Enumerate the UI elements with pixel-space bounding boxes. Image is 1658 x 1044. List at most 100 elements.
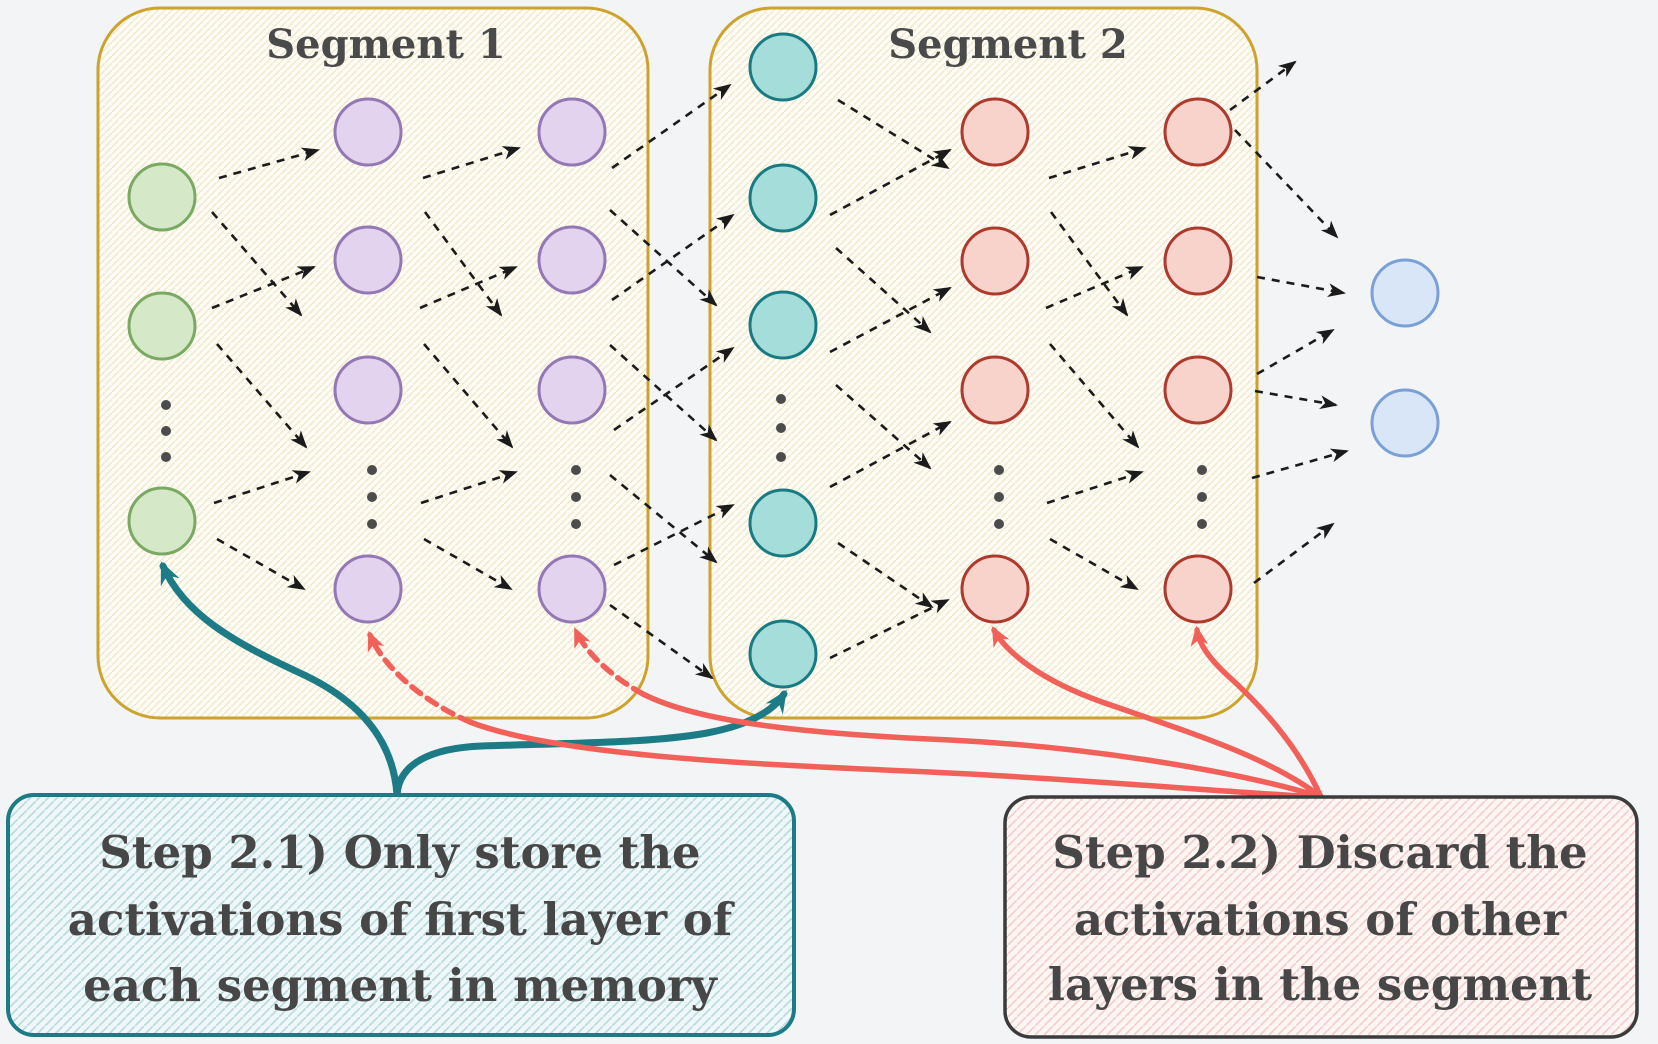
seg2-layer-1-ellipsis-dot [776,423,786,433]
connection-arrow [423,211,503,317]
store-note-box [6,793,796,1037]
store-note-line1: Step 2.1) Only store the [99,826,700,879]
seg2-layer-3-node [1163,97,1233,167]
callout-arrows [159,561,1324,800]
seg1-layer-3-node [537,97,607,167]
input-layer-ellipsis-dot [161,426,171,436]
segment2-title: Segment 2 [888,21,1127,68]
discard-activation-arrow [991,626,1324,800]
connection-arrow [216,343,308,449]
seg1-layer-2-node [333,225,403,295]
discard-activation-arrow [1190,625,1324,800]
discard-activation-arrow [367,630,473,725]
connection-arrow [213,470,311,505]
seg1-layer-2-ellipsis-dot [367,519,377,529]
discard-activation-arrow [573,626,646,697]
segment1-title: Segment 1 [266,21,505,68]
input-layer-node [127,162,197,232]
connection-arrow [423,343,514,449]
output-layer-node [1370,388,1440,458]
seg2-layer-3-ellipsis-dot [1197,465,1207,475]
connection-arrow [611,213,735,302]
connection-arrow [1229,60,1297,112]
connection-arrow [613,503,735,567]
seg2-layer-3-node [1163,554,1233,624]
seg2-layer-3-ellipsis-dot [1197,492,1207,502]
connection-arrow [422,146,521,180]
connection-arrow [1049,211,1129,317]
connection-arrow [609,603,714,680]
seg2-layer-1-node [748,32,818,102]
discard-note-line3: layers in the segment [1048,958,1592,1011]
seg2-layer-1-node [748,163,818,233]
connection-arrow [1046,470,1144,505]
connection-arrow [835,247,932,334]
seg1-layer-3-node [537,355,607,425]
connection-arrow [218,147,320,180]
seg2-layer-1-ellipsis-dot [776,452,786,462]
connection-arrow [419,265,518,310]
seg1-layer-3-ellipsis-dot [571,465,581,475]
input-layer-node [127,486,197,556]
seg2-layer-1-node [748,619,818,689]
seg1-layer-3-node [537,225,607,295]
connection-arrow [835,384,932,470]
connection-arrow [1254,389,1338,410]
seg2-layer-2-node [960,355,1030,425]
discard-note-box [1003,795,1639,1039]
seg2-layer-1-node [748,290,818,360]
connection-arrow [837,541,934,609]
seg1-layer-2-ellipsis-dot [367,465,377,475]
connection-arrow [611,83,732,170]
seg1-layer-2-node [333,97,403,167]
connection-arrow [613,346,735,432]
seg2-layer-3-ellipsis-dot [1197,519,1207,529]
connection-arrow [420,470,518,505]
input-layer-node [127,291,197,361]
seg2-layer-2-ellipsis-dot [994,492,1004,502]
discard-note-line1: Step 2.2) Discard the [1052,826,1587,879]
seg2-layer-3-node [1163,355,1233,425]
seg1-layer-2-node [333,554,403,624]
connection-arrow [211,211,303,317]
connection-arrow [1049,537,1139,591]
connection-arrow [1253,522,1335,585]
connection-arrow [829,148,952,217]
discard-note-line2: activations of other [1074,893,1568,946]
seg1-layer-2-node [333,355,403,425]
connection-arrow [423,537,513,591]
store-note-line2: activations of first layer of [68,893,735,946]
connection-arrow [1048,146,1147,180]
neuron-nodes [127,32,1440,689]
seg2-layer-2-node [960,97,1030,167]
connection-arrows [211,60,1349,680]
store-activation-arrow [159,561,401,799]
seg2-layer-1-ellipsis-dot [776,394,786,404]
connection-arrow [829,286,952,354]
seg2-layer-1-node [748,488,818,558]
connection-arrow [216,537,306,591]
connection-arrow [829,598,950,660]
seg2-layer-2-node [960,554,1030,624]
connection-arrow [1256,275,1346,297]
store-note-line3: each segment in memory [83,959,718,1012]
connection-arrow [1256,328,1335,376]
discard-activation-arrow [467,719,1324,800]
connection-arrow [609,473,718,564]
connection-arrow [837,98,950,170]
connection-arrow [1045,265,1144,310]
connection-arrow [1049,343,1140,449]
output-layer-node [1370,258,1440,328]
connection-arrow [1234,129,1339,239]
discard-activation-arrow [640,691,1324,800]
seg1-layer-3-ellipsis-dot [571,492,581,502]
seg2-layer-2-ellipsis-dot [994,465,1004,475]
seg1-layer-3-ellipsis-dot [571,519,581,529]
seg2-layer-2-node [960,226,1030,296]
seg2-layer-3-node [1163,226,1233,296]
connection-arrow [211,265,316,310]
seg1-layer-3-node [537,554,607,624]
connection-arrow [829,420,952,489]
